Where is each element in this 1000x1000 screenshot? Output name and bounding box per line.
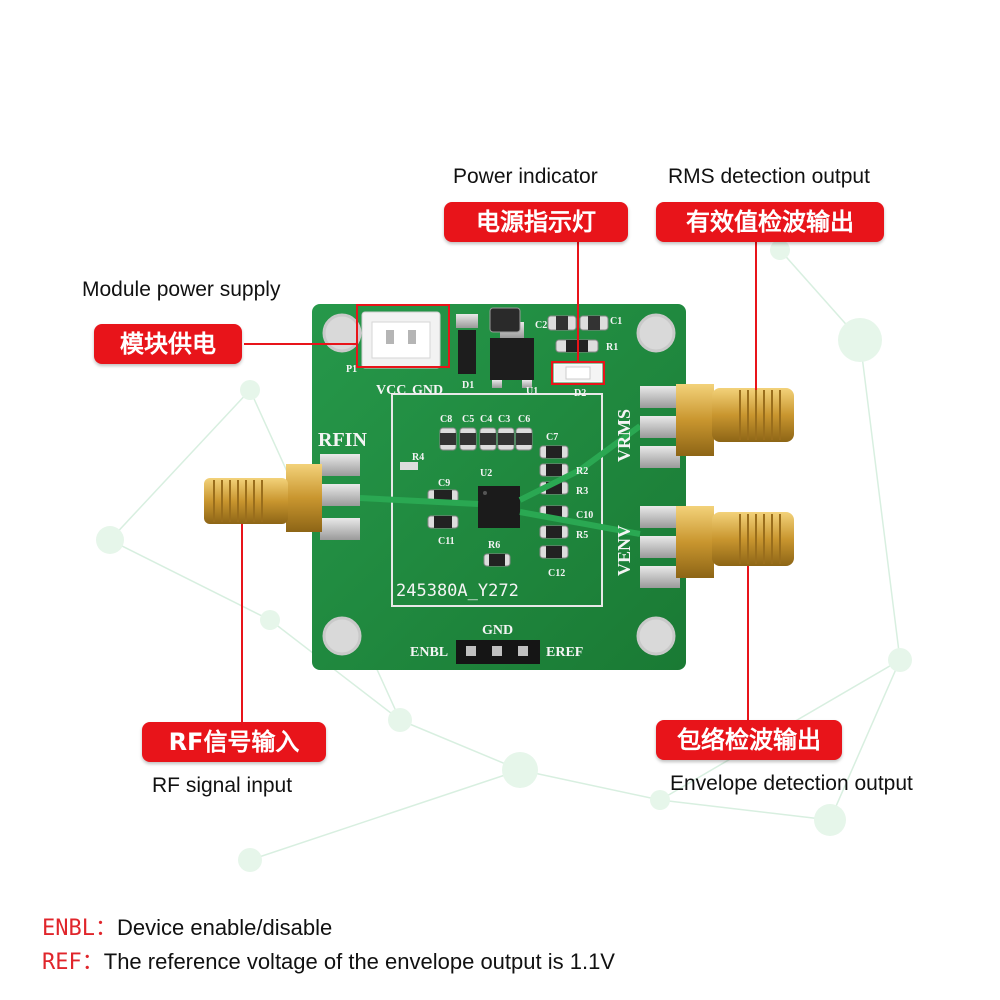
diode-d1 (458, 330, 476, 374)
silk-p1: P1 (346, 364, 357, 375)
silk-c2: C2 (535, 320, 547, 331)
passives-left (400, 462, 511, 567)
transistor-top (456, 314, 478, 328)
note-ref-key: REF： (42, 950, 104, 975)
module-power-tag: 模块供电 (94, 324, 242, 364)
pcb-traces (359, 423, 642, 537)
capacitor-row-top (439, 427, 533, 451)
silk-c7: C7 (546, 432, 558, 443)
silk-c1: C1 (610, 316, 622, 327)
silk-c9: C9 (438, 478, 450, 489)
silk-vcc: VCC (376, 383, 406, 398)
silk-enbl: ENBL (410, 645, 448, 660)
detector-ic-u2 (478, 486, 520, 528)
silk-r6: R6 (488, 540, 500, 551)
silk-r1: R1 (606, 342, 618, 353)
silk-c8: C8 (440, 414, 452, 425)
note-ref-text: The reference voltage of the envelope ou… (103, 949, 615, 974)
silk-r2: R2 (576, 466, 588, 477)
silk-c3: C3 (498, 414, 510, 425)
mounting-holes (322, 313, 676, 656)
silk-c12: C12 (548, 568, 565, 579)
silk-r4: R4 (412, 452, 424, 463)
silk-gnd-top: GND (412, 383, 443, 398)
silk-venv: VENV (614, 525, 634, 576)
silk-c4: C4 (480, 414, 492, 425)
silk-u1: U1 (526, 386, 538, 397)
silk-d2: D2 (574, 388, 586, 399)
silk-part-number: 245380A_Y272 (396, 581, 519, 601)
silk-c6: C6 (518, 414, 530, 425)
silk-eref: EREF (546, 645, 583, 660)
module-power-caption: Module power supply (82, 278, 281, 301)
silk-c5: C5 (462, 414, 474, 425)
component-top-mid (489, 307, 521, 333)
pin-header (456, 640, 540, 664)
note-ref: REF：The reference voltage of the envelop… (42, 944, 615, 976)
power-indicator-caption: Power indicator (453, 165, 598, 188)
silk-d1: D1 (462, 380, 474, 391)
rf-input-tag: RF信号输入 (142, 722, 326, 762)
rms-output-caption: RMS detection output (668, 165, 870, 188)
note-enbl-text: Device enable/disable (116, 915, 333, 940)
silk-r3: R3 (576, 486, 588, 497)
silk-r5: R5 (576, 530, 588, 541)
power-indicator-tag: 电源指示灯 (444, 202, 628, 242)
envelope-output-tag: 包络检波输出 (656, 720, 842, 760)
envelope-output-caption: Envelope detection output (670, 772, 913, 795)
vrms-sma-connector (640, 384, 794, 468)
silk-rfin: RFIN (318, 429, 367, 451)
silk-c11: C11 (438, 536, 455, 547)
rf-input-caption: RF signal input (152, 774, 293, 797)
leader-lines (241, 242, 757, 722)
rms-output-tag: 有效值检波输出 (656, 202, 884, 242)
silk-vrms: VRMS (614, 409, 634, 462)
power-connector (361, 311, 441, 369)
silk-c10: C10 (576, 510, 593, 521)
note-enbl-key: ENBL： (42, 916, 117, 941)
note-enbl: ENBL：Device enable/disable (42, 910, 332, 942)
rf-input-sma-connector (204, 454, 360, 540)
silk-u2: U2 (480, 468, 492, 479)
venv-sma-connector (640, 506, 794, 588)
silk-gnd-bottom: GND (482, 623, 513, 638)
